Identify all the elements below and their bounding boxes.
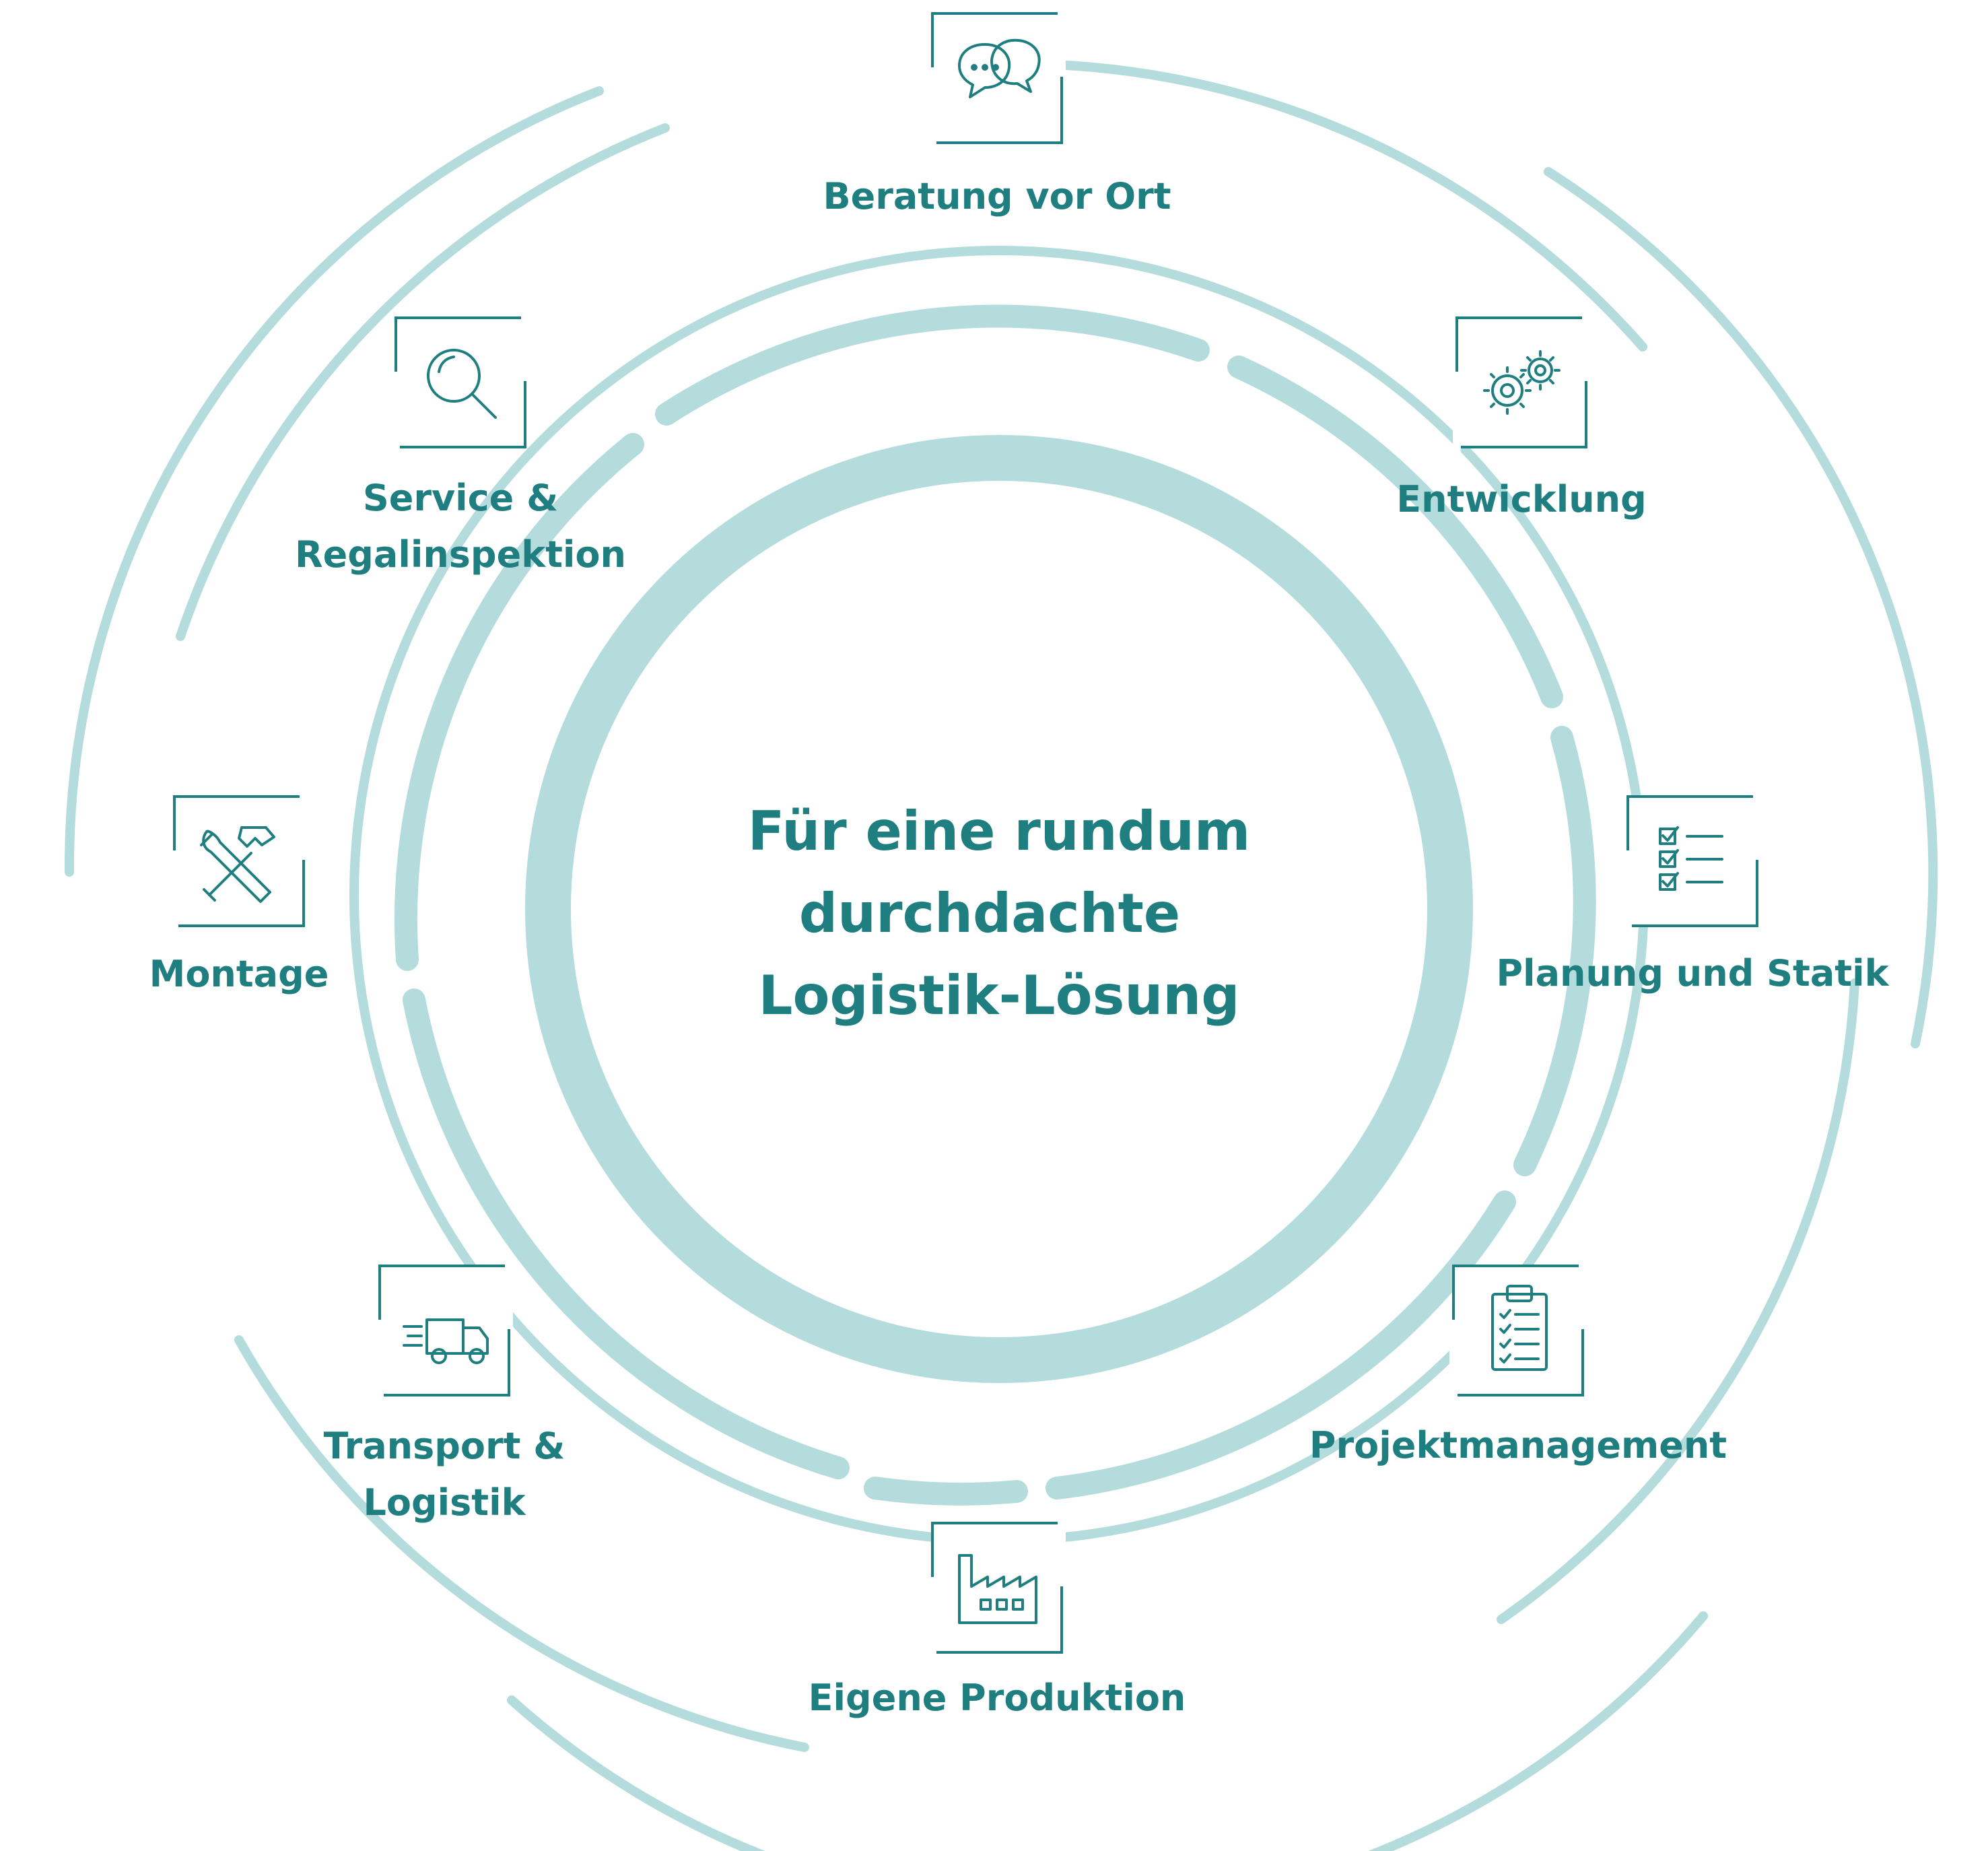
service-node-beratung: Beratung vor Ort (823, 9, 1171, 217)
magnifier-icon (427, 349, 497, 419)
center-title-line-2: durchdachte (799, 882, 1180, 945)
service-node-projektmanagement: Projektmanagement (1309, 1262, 1727, 1467)
outer-arc (64, 86, 604, 877)
outer-arc (176, 123, 670, 641)
chat-bubbles-icon (958, 38, 1041, 98)
icon-frame (1626, 795, 1758, 927)
service-label: Service & (363, 477, 558, 519)
dashed-ring-segment (864, 1477, 1028, 1506)
service-node-transport: Transport & Logistik (324, 1262, 565, 1524)
service-label: Projektmanagement (1309, 1424, 1727, 1467)
service-label: Entwicklung (1396, 478, 1647, 520)
outer-arc (1544, 167, 1938, 1048)
icon-frame (931, 1522, 1063, 1654)
dashed-ring-segment (1227, 356, 1563, 708)
service-label: Transport & (324, 1425, 565, 1467)
tools-icon (200, 826, 275, 903)
center-title-line-1: Für eine rundum (748, 800, 1251, 863)
icon-frame (1455, 316, 1587, 448)
icon-frame (378, 1265, 510, 1396)
center-title-line-3: Logistik-Lösung (758, 964, 1239, 1027)
service-label: Logistik (363, 1481, 526, 1524)
factory-icon (958, 1554, 1037, 1624)
dashed-ring-segment (655, 304, 1210, 426)
outer-arc (1025, 59, 1647, 351)
outer-arc (507, 1611, 1708, 1851)
service-label: Montage (149, 953, 329, 995)
dashed-ring-segment (403, 988, 850, 1479)
service-label: Planung und Statik (1496, 952, 1889, 995)
checklist-icon (1659, 826, 1723, 891)
gears-icon (1483, 350, 1561, 415)
outer-arc (234, 1335, 809, 1752)
inner-ring (525, 435, 1473, 1383)
service-node-montage: Montage (149, 793, 329, 995)
service-node-planung: Planung und Statik (1496, 793, 1890, 995)
service-label: Beratung vor Ort (823, 175, 1171, 217)
icon-frame (395, 316, 526, 448)
service-node-produktion: Eigene Produktion (809, 1519, 1186, 1719)
service-node-entwicklung: Entwicklung (1396, 314, 1647, 520)
dashed-ring-segment (1513, 726, 1596, 1176)
truck-icon (403, 1318, 489, 1364)
center-title: Für eine rundum durchdachte Logistik-Lös… (748, 800, 1251, 1027)
dashed-ring-segment (395, 433, 644, 971)
service-node-service: Service & Regalinspektion (295, 314, 626, 576)
service-label: Regalinspektion (295, 533, 626, 576)
service-label: Eigene Produktion (809, 1677, 1186, 1719)
clipboard-icon (1491, 1285, 1548, 1371)
outer-arc (1497, 978, 1859, 1624)
